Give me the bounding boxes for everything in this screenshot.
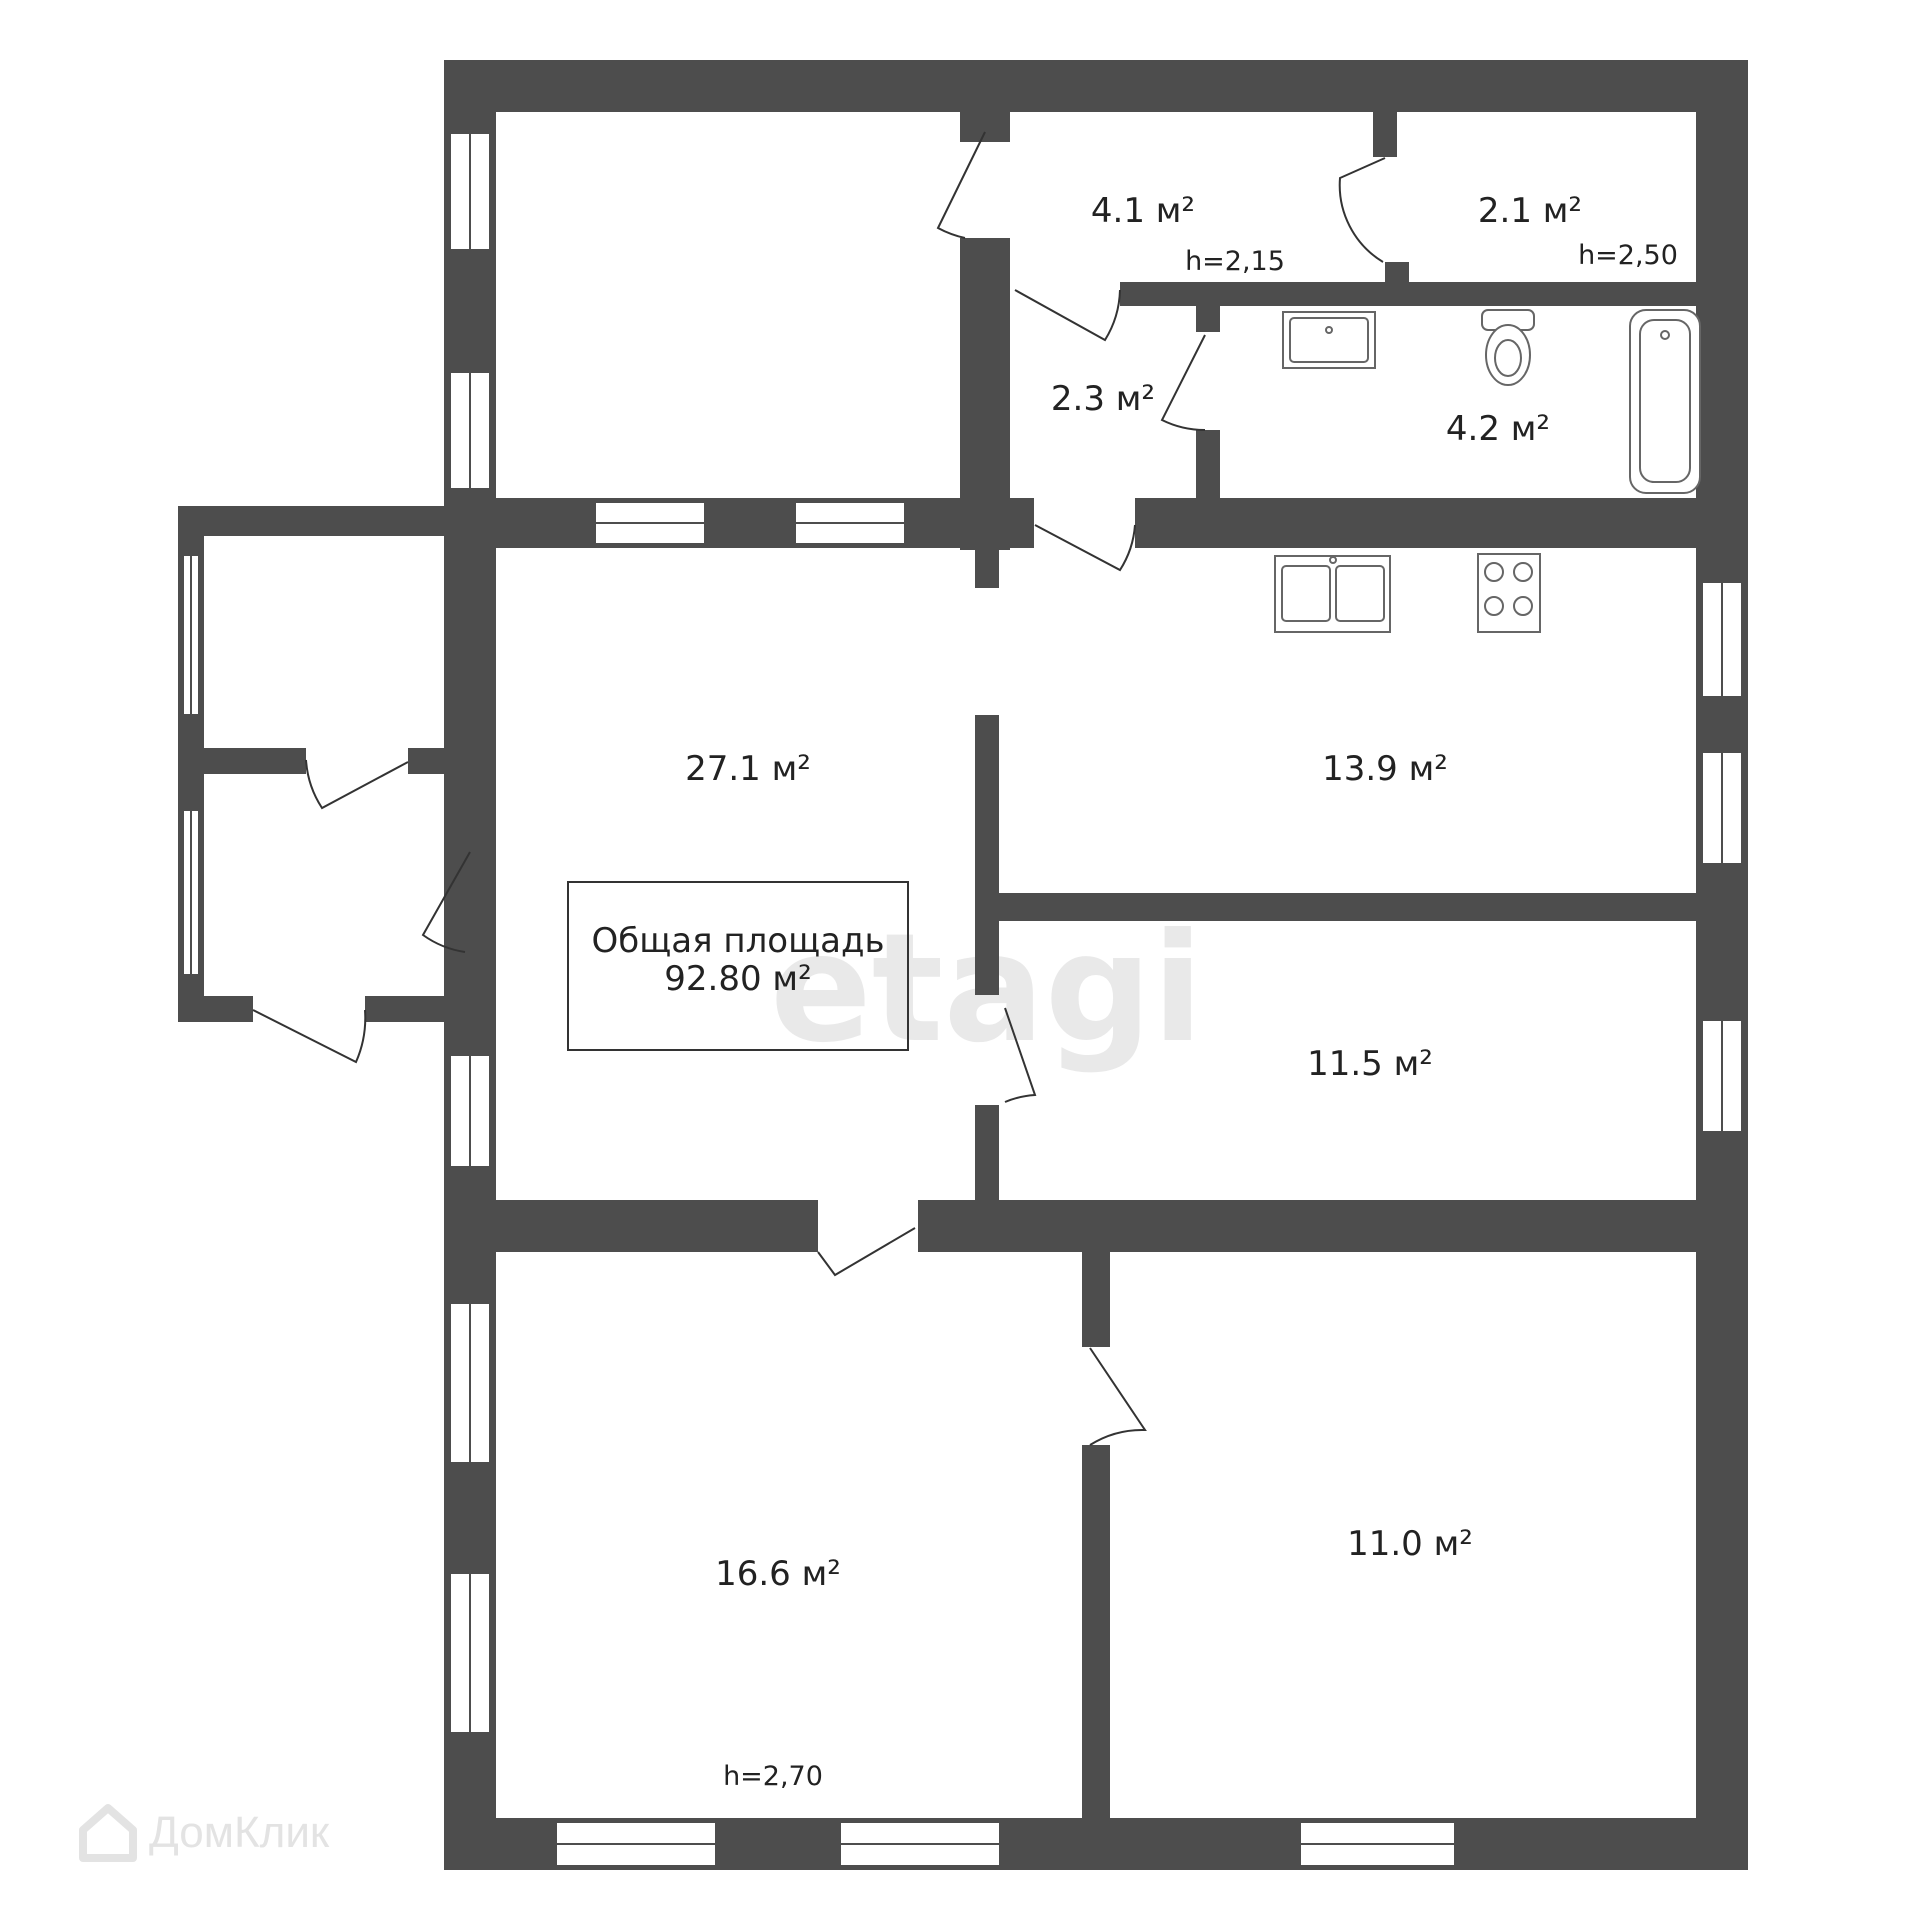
room-area-bedroom-2: 16.6 м² <box>715 1554 841 1594</box>
door <box>305 759 409 810</box>
bathtub-icon <box>1629 309 1701 494</box>
door <box>421 851 471 953</box>
room-area-bedroom-3: 11.0 м² <box>1347 1524 1473 1564</box>
room-area-toilet: 2.1 м² <box>1478 191 1582 231</box>
room-area-corridor: 2.3 м² <box>1051 379 1155 419</box>
room-area-bathroom: 4.2 м² <box>1446 409 1550 449</box>
total-area-box <box>567 881 909 1051</box>
toilet-icon <box>1481 309 1535 386</box>
total-area-value: 92.80 м² <box>664 959 811 999</box>
sink-icon <box>1282 311 1376 369</box>
house-logo-icon <box>79 1804 137 1862</box>
doors <box>252 131 1386 1446</box>
brand-name: ДомКлик <box>149 1808 330 1857</box>
door <box>1034 524 1136 572</box>
room-height-bedroom-2: h=2,70 <box>723 1761 823 1792</box>
door <box>1338 157 1386 263</box>
brand-logo: ДомКлик <box>75 1800 329 1866</box>
door <box>1160 334 1206 432</box>
door <box>1014 289 1121 342</box>
door <box>936 131 986 239</box>
room-height-hall-closet: h=2,15 <box>1185 246 1285 277</box>
walls <box>178 60 1748 1870</box>
room-height-toilet: h=2,50 <box>1578 240 1678 271</box>
room-area-bedroom-1: 11.5 м² <box>1307 1044 1433 1084</box>
room-area-hall-closet: 4.1 м² <box>1091 191 1195 231</box>
door <box>1004 1007 1037 1103</box>
stove-icon <box>1477 553 1541 633</box>
door <box>252 1009 367 1064</box>
door <box>817 1227 916 1277</box>
room-area-living-room: 27.1 м² <box>685 749 811 789</box>
double-sink-icon <box>1274 555 1391 633</box>
total-area-label: Общая площадь <box>591 921 884 961</box>
windows <box>182 132 1743 1867</box>
door <box>1089 1347 1147 1446</box>
room-area-kitchen: 13.9 м² <box>1322 749 1448 789</box>
